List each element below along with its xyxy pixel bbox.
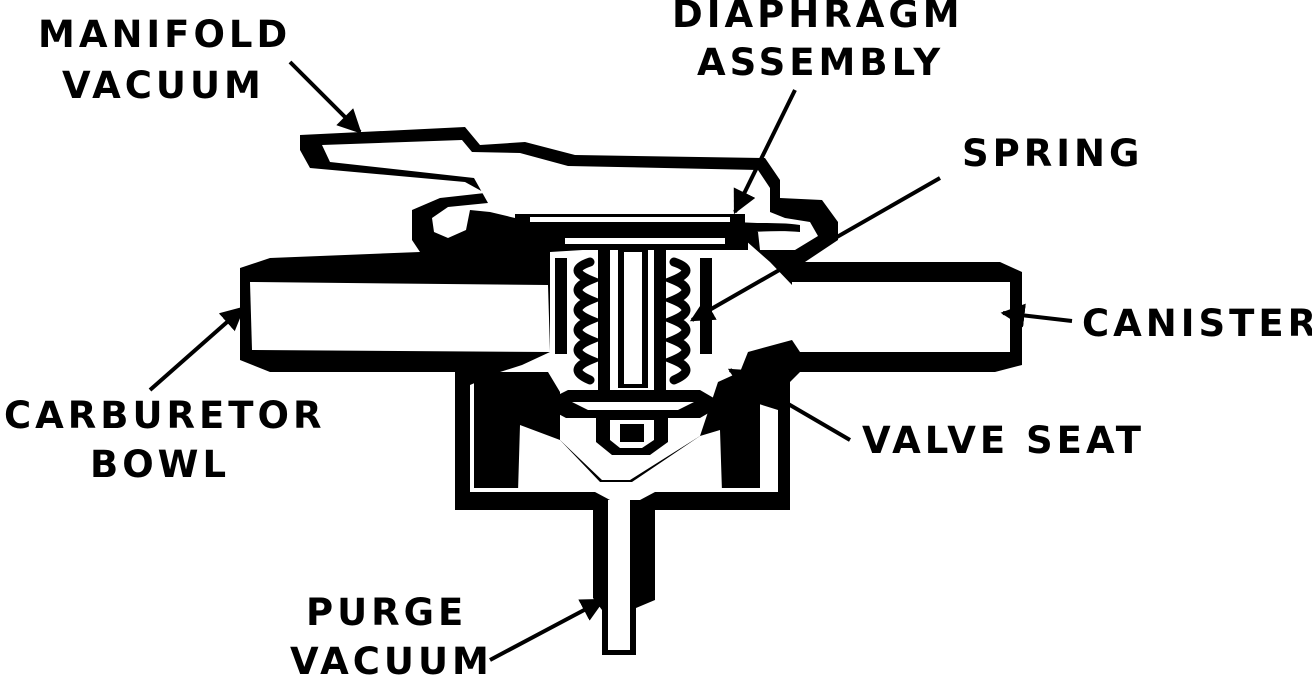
leader-valve-seat <box>727 368 852 442</box>
label-spring: SPRING <box>962 132 1143 175</box>
funnel-opening <box>518 425 722 492</box>
diaphragm-plate-highlight <box>530 217 730 222</box>
carburetor-port-bore <box>250 282 550 352</box>
leader-spring <box>689 176 941 322</box>
spring-housing-right <box>700 258 712 354</box>
poppet-highlight <box>572 402 694 410</box>
label-purge: PURGE <box>306 591 467 634</box>
leader-manifold-vacuum <box>288 60 362 134</box>
label-diaphragm: DIAPHRAGM <box>672 0 964 36</box>
label-diaphragm-assembly: ASSEMBLY <box>697 41 944 84</box>
purge-port-bore <box>608 500 630 650</box>
manifold-chamber <box>322 140 818 250</box>
label-carburetor-bowl: BOWL <box>90 443 230 486</box>
label-valve-seat: VALVE SEAT <box>862 419 1145 462</box>
diaphragm-retainer-highlight <box>565 238 725 244</box>
spring-coil-left <box>573 257 602 385</box>
spring <box>573 257 691 385</box>
canister-port-bore <box>792 282 1010 352</box>
poppet-nut <box>620 424 644 442</box>
leader-diaphragm-assembly <box>733 89 797 215</box>
leader-purge-vacuum <box>489 598 606 662</box>
leader-carburetor-bowl <box>148 306 245 392</box>
callout-leaders <box>148 60 1073 662</box>
valve-poppet <box>540 390 724 455</box>
label-carburetor: CARBURETOR <box>4 394 325 437</box>
label-purge-vacuum: VACUUM <box>290 640 493 678</box>
leader-canister <box>1000 303 1073 328</box>
label-manifold: MANIFOLD <box>38 13 291 56</box>
spring-housing-left <box>555 258 567 354</box>
stem-core-bore <box>624 252 642 384</box>
valve-stem <box>598 246 666 396</box>
label-canister: CANISTER <box>1082 302 1312 345</box>
callout-labels: MANIFOLD VACUUM DIAPHRAGM ASSEMBLY SPRIN… <box>4 0 1312 678</box>
spring-coil-right <box>662 257 691 385</box>
label-manifold-vacuum: VACUUM <box>62 64 265 107</box>
